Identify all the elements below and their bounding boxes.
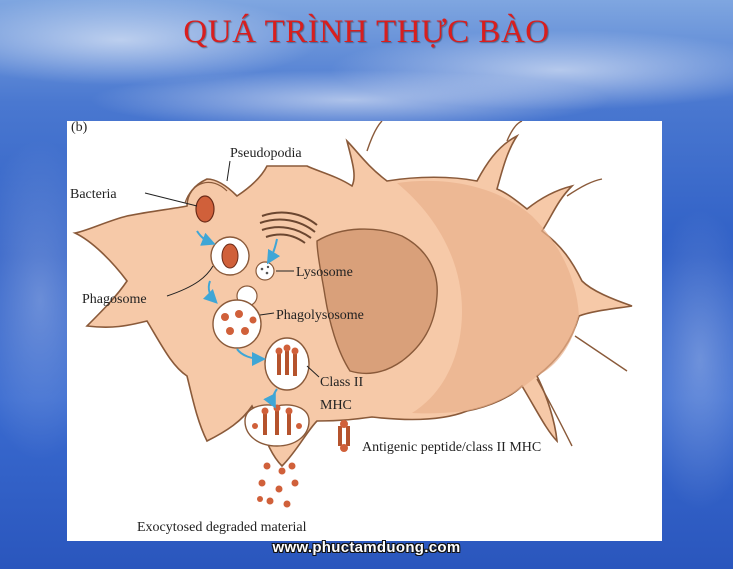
phagolysosome — [212, 299, 262, 349]
lysosome — [255, 261, 275, 281]
website-watermark: www.phuctamduong.com — [272, 539, 461, 556]
label-class-ii-line1: Class II — [320, 375, 364, 390]
surface-peptide-mhc — [338, 420, 350, 452]
phagocytosis-diagram: (b) Pseudopodia Bacteria Lysosome Phagos… — [67, 121, 662, 541]
panel-label: (b) — [71, 121, 88, 135]
label-class-ii-line2: MHC — [320, 398, 352, 413]
label-leader-lines — [144, 160, 320, 378]
label-phagolysosome: Phagolysosome — [276, 308, 364, 323]
label-pseudopodia: Pseudopodia — [230, 146, 302, 161]
label-phagosome: Phagosome — [82, 292, 147, 307]
pathway-arrows — [196, 230, 281, 409]
cell-cytoplasm-shading — [397, 180, 579, 414]
label-lysosome: Lysosome — [296, 265, 353, 280]
mhc-vesicle — [264, 337, 310, 391]
label-exocytosed: Exocytosed degraded material — [137, 520, 307, 535]
long-pseudopod-spikes — [366, 121, 628, 447]
golgi-apparatus — [259, 211, 318, 244]
slide-title: QUÁ TRÌNH THỰC BÀO — [183, 14, 550, 50]
phagosome — [210, 236, 250, 276]
label-bacteria: Bacteria — [70, 187, 117, 202]
exocytosis-vesicle — [244, 404, 310, 447]
label-antigenic-peptide: Antigenic peptide/class II MHC — [362, 440, 541, 455]
bacterium-entering — [184, 181, 228, 223]
degraded-material-particles — [257, 462, 299, 508]
nucleus — [316, 228, 438, 374]
